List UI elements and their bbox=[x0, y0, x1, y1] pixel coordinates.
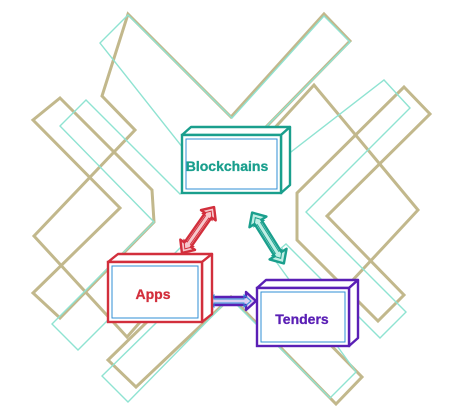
x-logo-olive-inner-right bbox=[295, 84, 433, 324]
node-tenders-side bbox=[347, 278, 360, 348]
arrow-blockchains-tenders-inner bbox=[253, 216, 283, 260]
node-blockchains: Blockchains bbox=[180, 125, 292, 195]
arrow-apps-blockchains-shape bbox=[179, 205, 217, 255]
arrow-apps-blockchains-inner bbox=[183, 210, 213, 250]
node-apps-front-inner bbox=[111, 265, 199, 319]
arrow-blockchains-tenders-shape bbox=[248, 211, 288, 265]
node-tenders-front-inner bbox=[260, 291, 346, 343]
arrow-apps-blockchains bbox=[179, 205, 217, 255]
x-logo-olive-outline bbox=[31, 11, 420, 407]
arrow-blockchains-tenders bbox=[248, 211, 288, 265]
x-logo-olive-inner-left bbox=[30, 95, 156, 321]
node-blockchains-side bbox=[279, 125, 292, 195]
node-apps: Apps bbox=[106, 252, 214, 324]
x-logo-aqua-outline bbox=[51, 14, 411, 403]
node-apps-front bbox=[106, 260, 204, 324]
node-apps-label: Apps bbox=[136, 286, 171, 302]
node-blockchains-front-inner bbox=[185, 138, 278, 190]
node-apps-side bbox=[200, 252, 214, 324]
node-blockchains-label: Blockchains bbox=[186, 158, 269, 174]
background-x-logo bbox=[30, 11, 433, 407]
arrow-apps-tenders-inner bbox=[206, 293, 252, 309]
node-tenders-front bbox=[255, 286, 351, 348]
node-blockchains-front bbox=[180, 133, 283, 195]
node-tenders-label: Tenders bbox=[275, 311, 329, 327]
node-tenders: Tenders bbox=[255, 278, 360, 348]
background-x-logo-aqua bbox=[51, 14, 411, 403]
node-tenders-top bbox=[255, 278, 360, 290]
node-apps-top bbox=[106, 252, 214, 264]
